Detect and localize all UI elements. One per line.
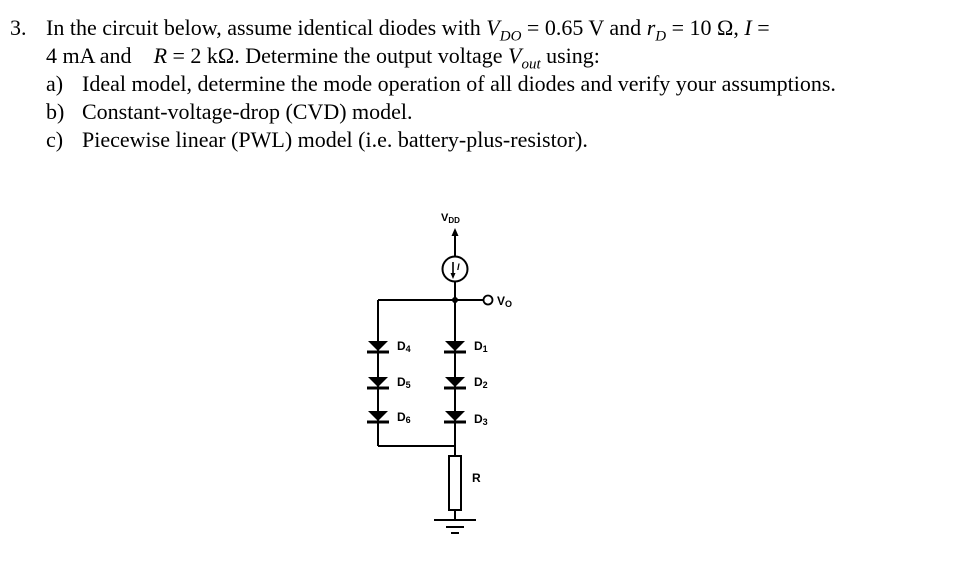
diode-d6 <box>367 411 389 424</box>
d3-label: D3 <box>474 412 488 427</box>
diode-d5 <box>367 377 389 390</box>
r-value: = 2 kΩ. Determine the output voltage <box>167 43 508 68</box>
d6-label: D6 <box>397 410 411 425</box>
resistor <box>448 455 462 511</box>
problem-statement: 3. In the circuit below, assume identical… <box>10 14 950 154</box>
problem-line-2: 4 mA and R = 2 kΩ. Determine the output … <box>10 42 950 73</box>
ground-icon <box>434 519 476 534</box>
d4-label: D4 <box>397 339 411 354</box>
current-source-label: I <box>457 262 460 272</box>
circuit-wires <box>377 282 484 520</box>
output-node-dot <box>452 297 458 303</box>
diode-d3 <box>444 411 466 424</box>
item-a: a) Ideal model, determine the mode operat… <box>10 70 950 98</box>
vdo-value: = 0.65 V and <box>521 15 647 40</box>
vdo-symbol: V <box>486 15 500 40</box>
diode-d1 <box>444 341 466 354</box>
current-source <box>441 255 469 283</box>
vout-subscript: out <box>521 56 541 73</box>
problem-tail: using: <box>540 43 600 68</box>
item-c: c) Piecewise linear (PWL) model (i.e. bat… <box>10 126 950 154</box>
rd-subscript: D <box>655 28 667 45</box>
rd-value: = 10 Ω, <box>666 15 745 40</box>
output-label: VO <box>497 294 512 309</box>
item-b: b) Constant-voltage-drop (CVD) model. <box>10 98 950 126</box>
problem-line-1: 3. In the circuit below, assume identical… <box>10 14 950 45</box>
item-a-text: Ideal model, determine the mode operatio… <box>82 71 836 96</box>
rd-symbol: r <box>646 15 656 40</box>
r-symbol: R <box>153 43 168 68</box>
vdd-label: VDD <box>441 212 460 225</box>
resistor-label: R <box>472 471 481 485</box>
output-terminal <box>482 294 494 306</box>
item-a-marker: a) <box>46 71 64 96</box>
current-value: 4 mA and <box>46 43 132 68</box>
item-b-marker: b) <box>46 99 65 124</box>
vdo-subscript: DO <box>499 28 522 45</box>
current-symbol: I <box>744 15 752 40</box>
d2-label: D2 <box>474 375 488 390</box>
diode-d2 <box>444 377 466 390</box>
item-c-text: Piecewise linear (PWL) model (i.e. batte… <box>82 127 588 152</box>
diode-d4 <box>367 341 389 354</box>
vdd-arrow-head <box>451 228 459 236</box>
problem-number: 3. <box>10 15 27 40</box>
d1-label: D1 <box>474 339 488 354</box>
current-equals: = <box>751 15 770 40</box>
item-b-text: Constant-voltage-drop (CVD) model. <box>82 99 413 124</box>
problem-intro: In the circuit below, assume identical d… <box>46 15 487 40</box>
item-c-marker: c) <box>46 127 64 152</box>
d5-label: D5 <box>397 375 411 390</box>
vout-symbol: V <box>507 43 522 68</box>
current-source-arrow-head <box>450 273 456 279</box>
